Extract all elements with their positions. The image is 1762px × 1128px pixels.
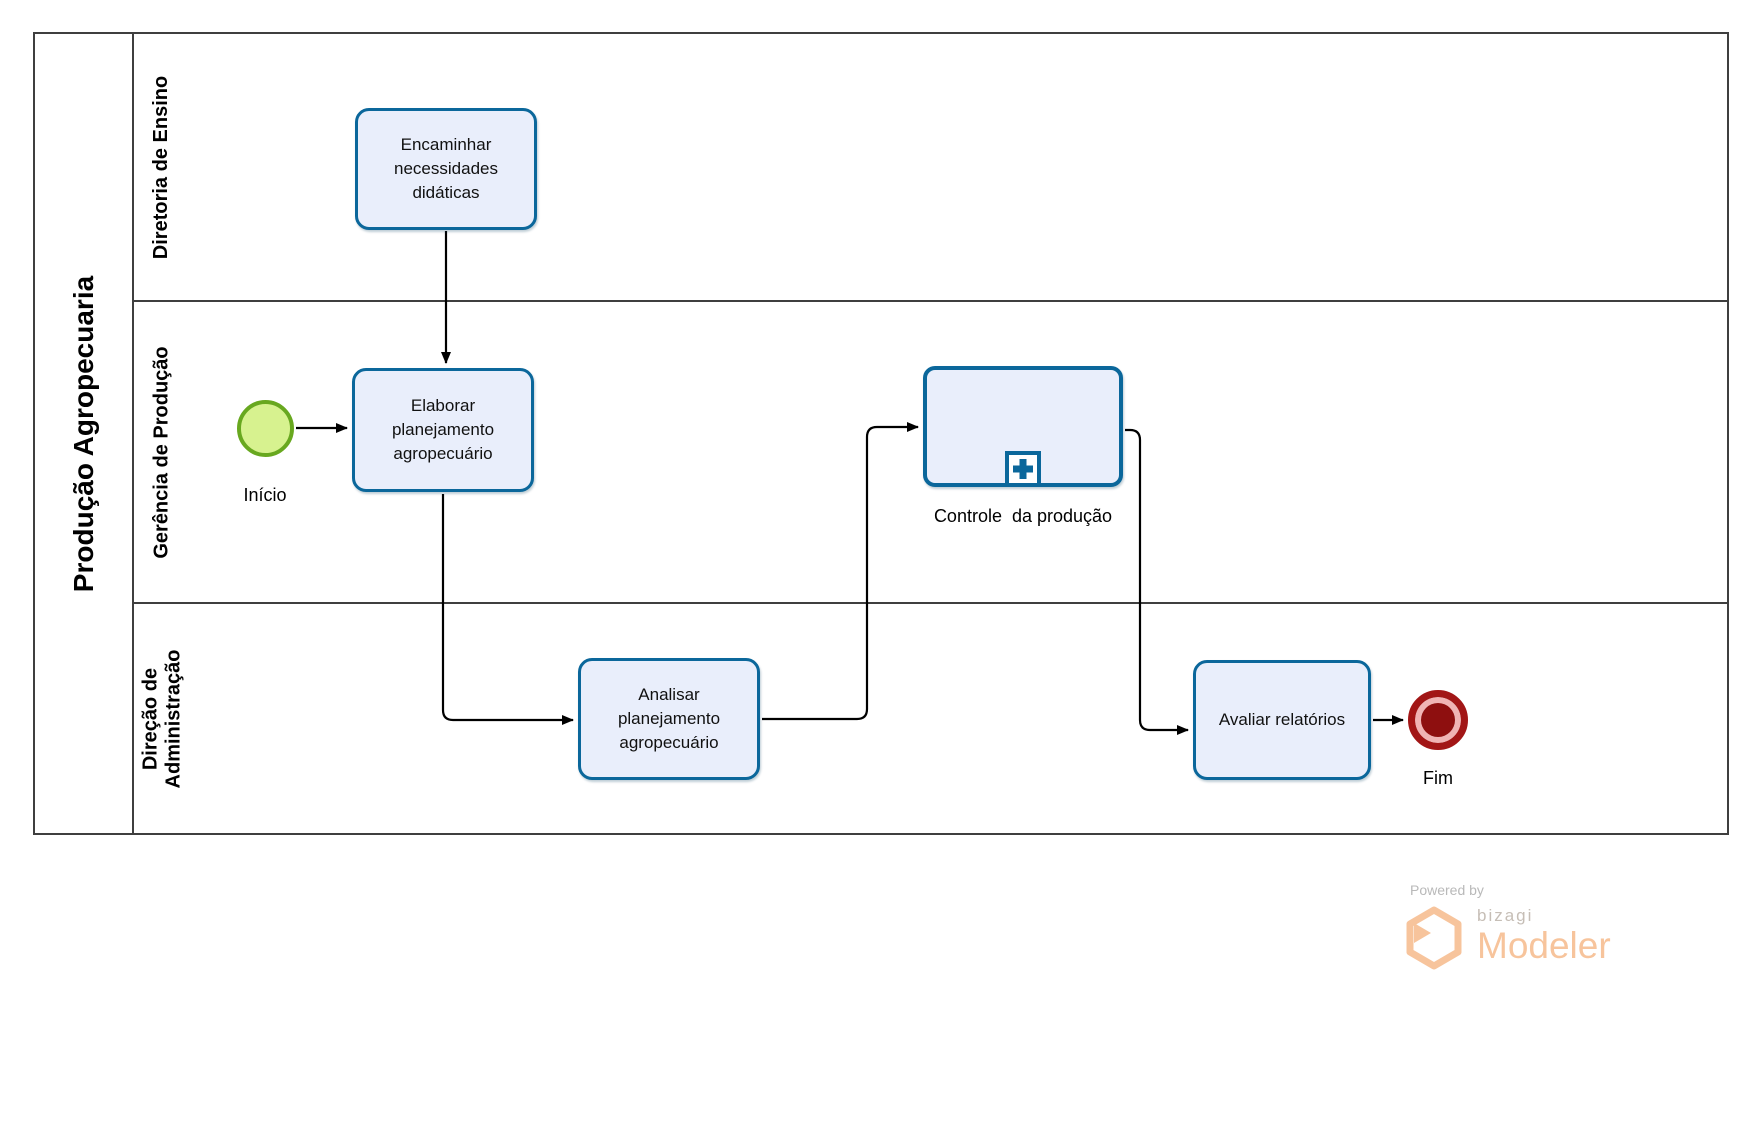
task-label: Analisar planejamento agropecuário [617, 685, 721, 752]
task-label: Elaborar planejamento agropecuário [391, 396, 495, 463]
lanes-container: Diretoria de Ensino Gerência de Produção… [134, 34, 1727, 833]
bizagi-brand-text: bizagi [1477, 906, 1534, 925]
bizagi-hexagon-icon [1406, 906, 1462, 970]
task-encaminhar-necessidades[interactable]: Encaminhar necessidades didáticas [355, 108, 537, 230]
lane-gerencia-de-producao: Gerência de Produção [134, 302, 1727, 604]
subprocess-controle-da-producao[interactable] [923, 366, 1123, 487]
modeler-product-text: Modeler [1477, 925, 1611, 966]
start-event[interactable] [237, 400, 294, 457]
task-analisar-planejamento[interactable]: Analisar planejamento agropecuário [578, 658, 760, 780]
bizagi-watermark: Powered by bizagi Modeler [1405, 882, 1705, 970]
flow-controle-to-avaliar[interactable] [1125, 428, 1189, 735]
start-event-label: Início [243, 485, 287, 505]
pool-producao-agropecuaria: Produção Agropecuaria Diretoria de Ensin… [33, 32, 1729, 835]
pool-title-cell: Produção Agropecuaria [35, 34, 134, 833]
flow-analisar-to-controle[interactable] [762, 422, 919, 721]
flow-elaborar-to-analisar[interactable] [441, 494, 574, 725]
end-event[interactable] [1408, 690, 1468, 750]
task-label: Avaliar relatórios [1218, 710, 1346, 730]
powered-by-text: Powered by [1410, 882, 1484, 898]
end-event-label: Fim [1423, 768, 1453, 788]
task-label: Encaminhar necessidades didáticas [394, 135, 498, 202]
task-avaliar-relatorios[interactable]: Avaliar relatórios [1193, 660, 1371, 780]
subprocess-plus-icon[interactable] [1005, 451, 1041, 487]
subprocess-label: Controle da produção [933, 506, 1113, 526]
task-elaborar-planejamento[interactable]: Elaborar planejamento agropecuário [352, 368, 534, 492]
lane-diretoria-de-ensino: Diretoria de Ensino [134, 34, 1727, 302]
